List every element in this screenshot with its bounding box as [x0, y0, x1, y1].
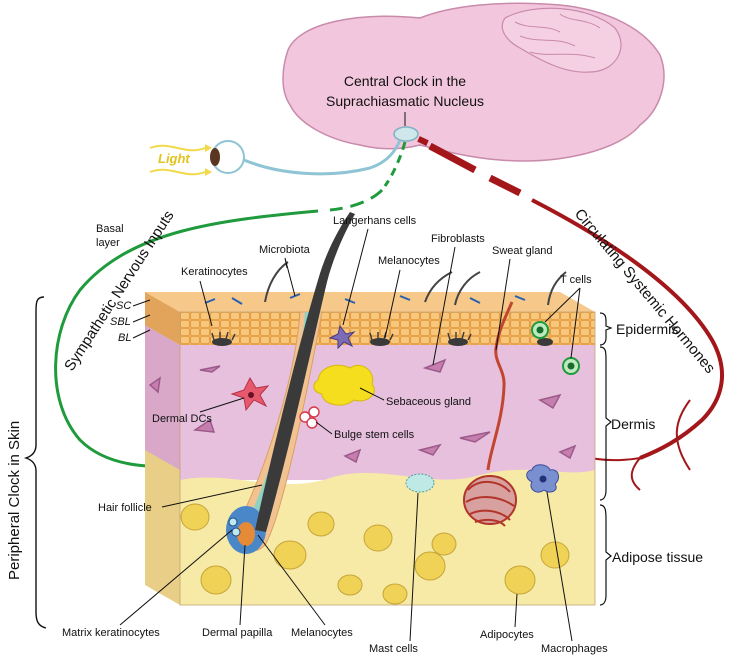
leader-dermal-papilla: [239, 544, 246, 626]
light-arrow-top: [205, 144, 212, 152]
label-t-cells: T cells: [560, 274, 592, 286]
hair-small-1: [264, 261, 289, 303]
mast-cell: [405, 473, 435, 493]
eye-group: Light: [149, 139, 402, 176]
leader-macrophages: [546, 491, 573, 642]
layer-brackets: [599, 312, 613, 606]
skin-top: [145, 292, 595, 312]
pupil: [210, 148, 220, 166]
hair-small-4: [547, 271, 567, 306]
label-keratinocytes: Keratinocytes: [181, 266, 248, 278]
layer-leaders: [132, 299, 151, 339]
leader-melanocytes-top: [384, 269, 401, 339]
scn-output: [417, 136, 429, 146]
label-sebaceous: Sebaceous gland: [386, 396, 471, 408]
basal-melanocytes: [212, 338, 553, 346]
fibroblast-cells: [148, 358, 577, 464]
dermal-papilla-shape: [237, 522, 255, 546]
cerebellum-folds: [514, 13, 601, 59]
brain: Central Clock in the Suprachiasmatic Nuc…: [282, 2, 665, 162]
label-langerhans: Langerhans cells: [333, 215, 417, 227]
label-basal-2: layer: [96, 237, 120, 249]
leader-sebaceous: [359, 387, 385, 401]
label-bl: BL: [118, 332, 131, 344]
label-melanocytes-top: Melanocytes: [378, 255, 440, 267]
cerebellum: [501, 7, 622, 73]
label-sc: SC: [116, 300, 131, 312]
label-macrophages: Macrophages: [541, 643, 608, 655]
leader-sweat-gland: [495, 258, 511, 351]
central-clock-label-1: Central Clock in the: [344, 73, 466, 89]
leader-langerhans: [342, 228, 369, 326]
sweat-duct: [486, 301, 514, 471]
central-clock-label-2: Suprachiasmatic Nucleus: [326, 93, 484, 109]
leader-bulge: [315, 421, 333, 435]
dermis-layer: [180, 345, 595, 480]
light-arrow-bottom: [205, 168, 212, 176]
leader-keratinocytes: [199, 280, 213, 327]
leader-microbiota: [284, 257, 296, 297]
label-dermal-dcs: Dermal DCs: [152, 413, 212, 425]
leader-hair-follicle: [161, 484, 263, 508]
label-dermis: Dermis: [611, 416, 655, 432]
label-sbl: SBL: [110, 316, 131, 328]
adipocyte-cells: [180, 503, 570, 605]
label-microbiota: Microbiota: [259, 244, 311, 256]
label-adipocytes: Adipocytes: [480, 629, 534, 641]
label-fibroblasts: Fibroblasts: [431, 233, 485, 245]
label-basal-1: Basal: [96, 223, 124, 235]
leader-adipocytes: [514, 593, 518, 628]
peripheral-brace: [23, 296, 47, 629]
optic-nerve: [243, 139, 402, 176]
label-dermal-papilla: Dermal papilla: [202, 627, 273, 639]
melanocyte-dendrites: [211, 331, 472, 341]
label-adipose: Adipose tissue: [612, 549, 703, 565]
label-epidermis: Epidermis: [616, 321, 678, 337]
leader-fibroblasts: [432, 246, 456, 366]
label-melanocytes-bottom: Melanocytes: [291, 627, 353, 639]
langerhans-cell: [328, 324, 356, 350]
leader-dermal-dcs: [199, 397, 245, 413]
light-ray-top: [149, 144, 206, 152]
leader-melanocytes-bottom: [257, 534, 326, 626]
leader-t-cells: [544, 287, 581, 359]
light-ray-bottom: [149, 168, 206, 176]
label-sweat-gland: Sweat gland: [492, 245, 553, 257]
sebaceous-gland-shape: [313, 364, 375, 406]
label-hair-follicle: Hair follicle: [98, 502, 152, 514]
leader-mast-cells: [409, 492, 419, 642]
label-mast-cells: Mast cells: [369, 643, 418, 655]
label-peripheral-clock: Peripheral Clock in Skin: [6, 421, 23, 580]
label-matrix-keratinocytes: Matrix keratinocytes: [62, 627, 160, 639]
hair-small-2: [424, 271, 453, 303]
label-bulge: Bulge stem cells: [334, 429, 415, 441]
capillaries: [579, 399, 691, 491]
sweat-gland-coil: [463, 475, 517, 527]
hair-shaft: [255, 212, 355, 532]
leader-matrix: [119, 529, 233, 626]
bulge-stem-cells: [299, 406, 320, 429]
light-label: Light: [158, 151, 190, 166]
scn-node: [393, 126, 419, 142]
hair-small-3: [454, 271, 481, 306]
